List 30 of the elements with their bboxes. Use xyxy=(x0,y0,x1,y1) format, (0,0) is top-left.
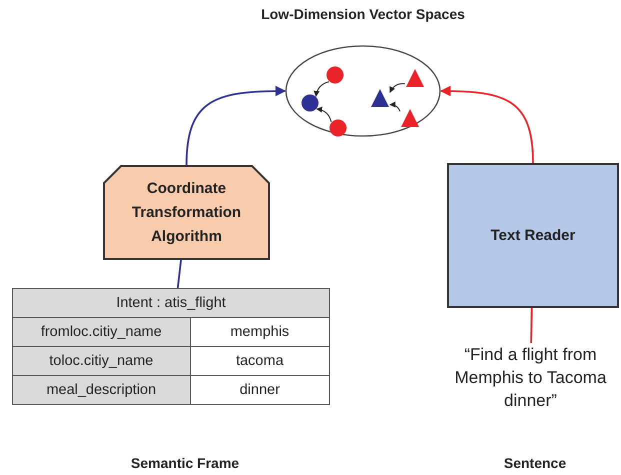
intent-header: Intent : atis_flight xyxy=(12,288,330,318)
node-caption: Sentence xyxy=(502,455,568,471)
slot-value: dinner xyxy=(190,376,330,404)
process-box xyxy=(103,165,270,260)
triangle-point xyxy=(405,68,425,88)
arrow xyxy=(316,106,332,122)
space-title: Low-Dimension Vector Spaces xyxy=(260,6,466,22)
arrow xyxy=(440,86,534,164)
slot-name: fromloc.citiy_name xyxy=(12,318,190,346)
slot-value: memphis xyxy=(190,318,330,346)
connector-line xyxy=(530,308,533,344)
node-caption: Semantic Frame xyxy=(130,455,240,471)
arrow xyxy=(389,102,400,112)
circle-point xyxy=(301,94,319,112)
arrow xyxy=(186,86,286,166)
box-label: Text Reader xyxy=(490,226,576,246)
slot-name: meal_description xyxy=(12,376,190,404)
slot-table xyxy=(12,288,330,405)
slot-value: tacoma xyxy=(190,346,330,376)
connector-line xyxy=(176,260,182,288)
quote-text: “Find a flight from Memphis to Tacoma dinner” xyxy=(440,343,621,412)
box-label: Coordinate Transformation Algorithm xyxy=(130,178,242,246)
arrow xyxy=(314,81,330,97)
circle-point xyxy=(326,66,344,84)
slot-name: toloc.citiy_name xyxy=(12,346,190,376)
triangle-point xyxy=(400,108,420,128)
process-box xyxy=(447,163,619,308)
triangle-point xyxy=(370,88,390,108)
arrow xyxy=(390,83,406,93)
circle-point xyxy=(329,119,347,137)
